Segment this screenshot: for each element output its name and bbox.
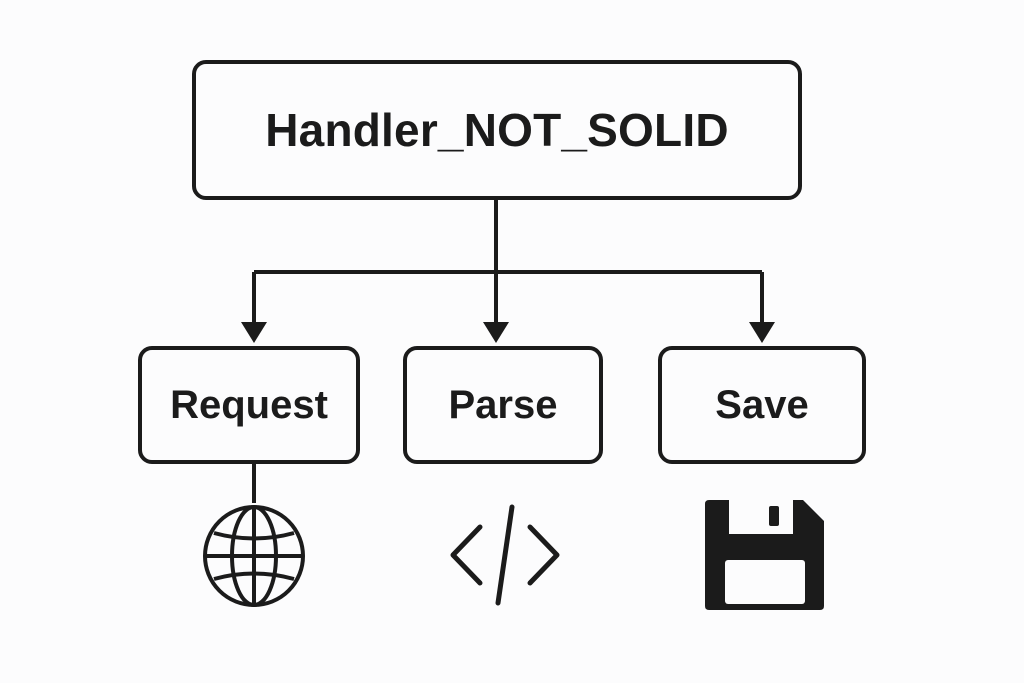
- arrowhead-request: [241, 322, 267, 343]
- root-node-label: Handler_NOT_SOLID: [265, 104, 729, 156]
- globe-icon: [203, 505, 305, 607]
- parse-node-label: Parse: [448, 382, 558, 427]
- code-icon: [450, 504, 560, 606]
- parse-node: Parse: [403, 346, 603, 464]
- save-node-label: Save: [715, 382, 809, 427]
- root-node: Handler_NOT_SOLID: [192, 60, 802, 200]
- request-node-label: Request: [170, 382, 328, 427]
- arrowhead-parse: [483, 322, 509, 343]
- arrowhead-save: [749, 322, 775, 343]
- save-node: Save: [658, 346, 866, 464]
- request-node: Request: [138, 346, 360, 464]
- floppy-disk-icon: [705, 500, 824, 610]
